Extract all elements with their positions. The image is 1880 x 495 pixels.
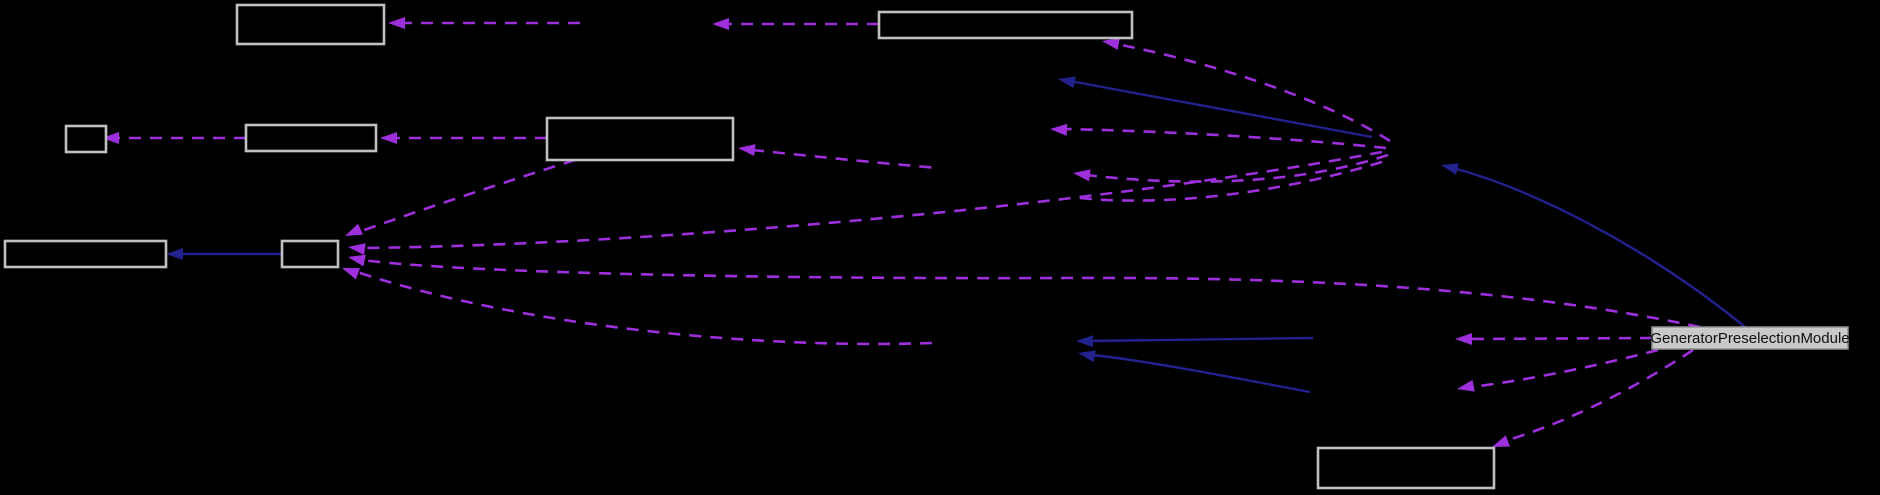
dashed-edge-hub-left-upper: [1050, 123, 1387, 150]
arrowhead: [1058, 76, 1076, 89]
dashed-edge-module-to-bottom-box: [1492, 348, 1694, 447]
arrowhead: [1441, 163, 1459, 175]
arrowhead: [1457, 379, 1475, 392]
solid-edge-hub-upper-left: [1058, 76, 1373, 139]
class-node-left[interactable]: [3, 239, 168, 269]
dashed-edge-hub-to-top-wide-box: [1102, 38, 1391, 143]
class-node-middle[interactable]: [545, 116, 735, 162]
arrowhead: [1073, 169, 1091, 182]
dashed-edge-to-top-left-box: [388, 17, 580, 29]
central-node-label: GeneratorPreselectionModule: [1650, 330, 1849, 347]
arrowhead: [348, 254, 366, 267]
solid-edge-small-box-to-left-box: [166, 248, 282, 260]
class-node-top-wide[interactable]: [877, 10, 1134, 40]
arrowhead: [1050, 123, 1068, 136]
arrowhead: [348, 243, 366, 256]
arrowhead: [1455, 333, 1472, 345]
arrowhead: [1102, 38, 1120, 50]
class-node-row2[interactable]: [244, 123, 378, 153]
arrowhead: [166, 248, 183, 260]
arrowhead: [1492, 435, 1511, 447]
arrowhead: [712, 18, 729, 30]
class-node-top-left[interactable]: [235, 3, 386, 46]
solid-edge-module-left-horizontal: [1076, 335, 1314, 348]
dashed-edge-hub-to-small-box-long: [348, 150, 1383, 256]
class-node-bottom[interactable]: [1316, 446, 1496, 490]
dashed-edge-row2-box-to-tiny-box: [102, 132, 246, 144]
class-node-small-hub[interactable]: [280, 239, 340, 269]
dashed-edge-middle-box-to-small-box: [345, 158, 576, 236]
dashed-edge-module-left: [1455, 333, 1653, 345]
arrowhead: [1076, 335, 1094, 348]
solid-edge-module-to-hub: [1441, 163, 1746, 328]
dashed-edge-lower-to-small-box: [342, 268, 933, 346]
class-node-tiny[interactable]: [64, 124, 108, 154]
dashed-edge-module-lower-left: [1457, 348, 1659, 392]
arrowhead: [388, 17, 405, 29]
arrowhead: [102, 132, 119, 144]
solid-edge-module-left-diagonal: [1078, 350, 1311, 394]
dashed-edge-hub-left-lower: [1073, 153, 1389, 183]
dashed-edge-module-to-small-box-long: [348, 254, 1701, 329]
dashed-edge-hub-to-middle-box: [738, 144, 1389, 202]
arrowhead: [738, 144, 756, 157]
arrowhead: [345, 223, 363, 236]
arrowhead: [342, 268, 361, 280]
arrowhead: [380, 132, 397, 144]
node-generator-preselection-module: GeneratorPreselectionModule: [1650, 326, 1850, 350]
dashed-edge-middle-box-to-row2-box: [380, 132, 547, 144]
arrowhead: [1078, 350, 1096, 363]
dashed-edge-from-top-wide-box: [712, 18, 879, 30]
